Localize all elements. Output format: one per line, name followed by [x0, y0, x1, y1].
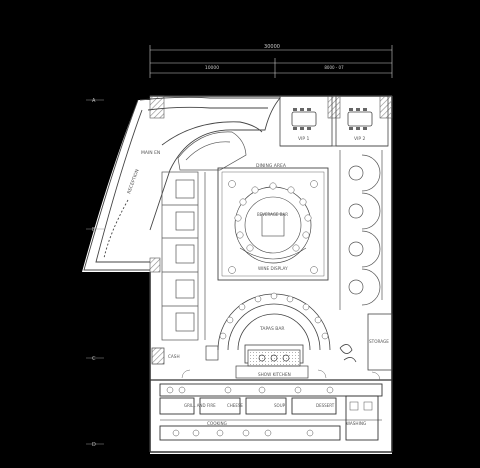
kitchen-equipment [166, 386, 373, 437]
grid-markers: A B C D [86, 98, 104, 448]
dimension-line [149, 45, 393, 78]
label-dining-area: DINING AREA [256, 163, 287, 169]
show-kitchen [235, 349, 309, 379]
dimension-overall: 30000 [264, 44, 280, 50]
hatched-walls [149, 95, 393, 273]
label-beverage-bar: BEVERAGE BAR [257, 212, 288, 217]
tapas-stools [219, 292, 329, 340]
label-cooking: COOKING [207, 421, 227, 426]
label-dessert: DESSERT [316, 403, 335, 408]
grid-marker-a: A [92, 98, 96, 104]
label-wine-display: WINE DISPLAY [258, 266, 288, 271]
dining-chairs [228, 180, 318, 274]
vip-rooms [279, 95, 389, 147]
label-soup: SOUP [274, 403, 286, 408]
grid-marker-c: C [92, 356, 96, 362]
left-booths [161, 171, 206, 341]
label-vip1: VIP 1 [298, 136, 310, 142]
entrance-curve [83, 96, 281, 271]
grid-marker-b: B [92, 227, 96, 233]
label-show-kitchen: SHOW KITCHEN [258, 372, 291, 377]
kitchen-area [150, 379, 392, 441]
label-washing: WASHING [346, 421, 366, 426]
grid-marker-d: D [92, 442, 96, 448]
label-cashier: CASH [168, 354, 180, 359]
reception-counter [177, 131, 247, 171]
cashier-desk [151, 345, 219, 365]
label-cheese: CHEESE [227, 403, 243, 408]
plan-paper [82, 40, 398, 454]
dimension-right: 8000 - 07 [324, 65, 344, 70]
label-vip2: VIP 2 [354, 136, 366, 142]
storage-room [339, 313, 393, 371]
label-storage: STORAGE [369, 339, 389, 344]
outer-walls [149, 95, 393, 453]
label-grill-fire: GRILL AND FIRE [184, 403, 216, 408]
right-booths [339, 150, 383, 310]
door-swings [181, 369, 381, 381]
label-main-entry: MAIN EN [141, 150, 160, 156]
dimension-left: 10000 [205, 65, 219, 71]
label-tapas-bar: TAPAS BAR [259, 326, 285, 332]
